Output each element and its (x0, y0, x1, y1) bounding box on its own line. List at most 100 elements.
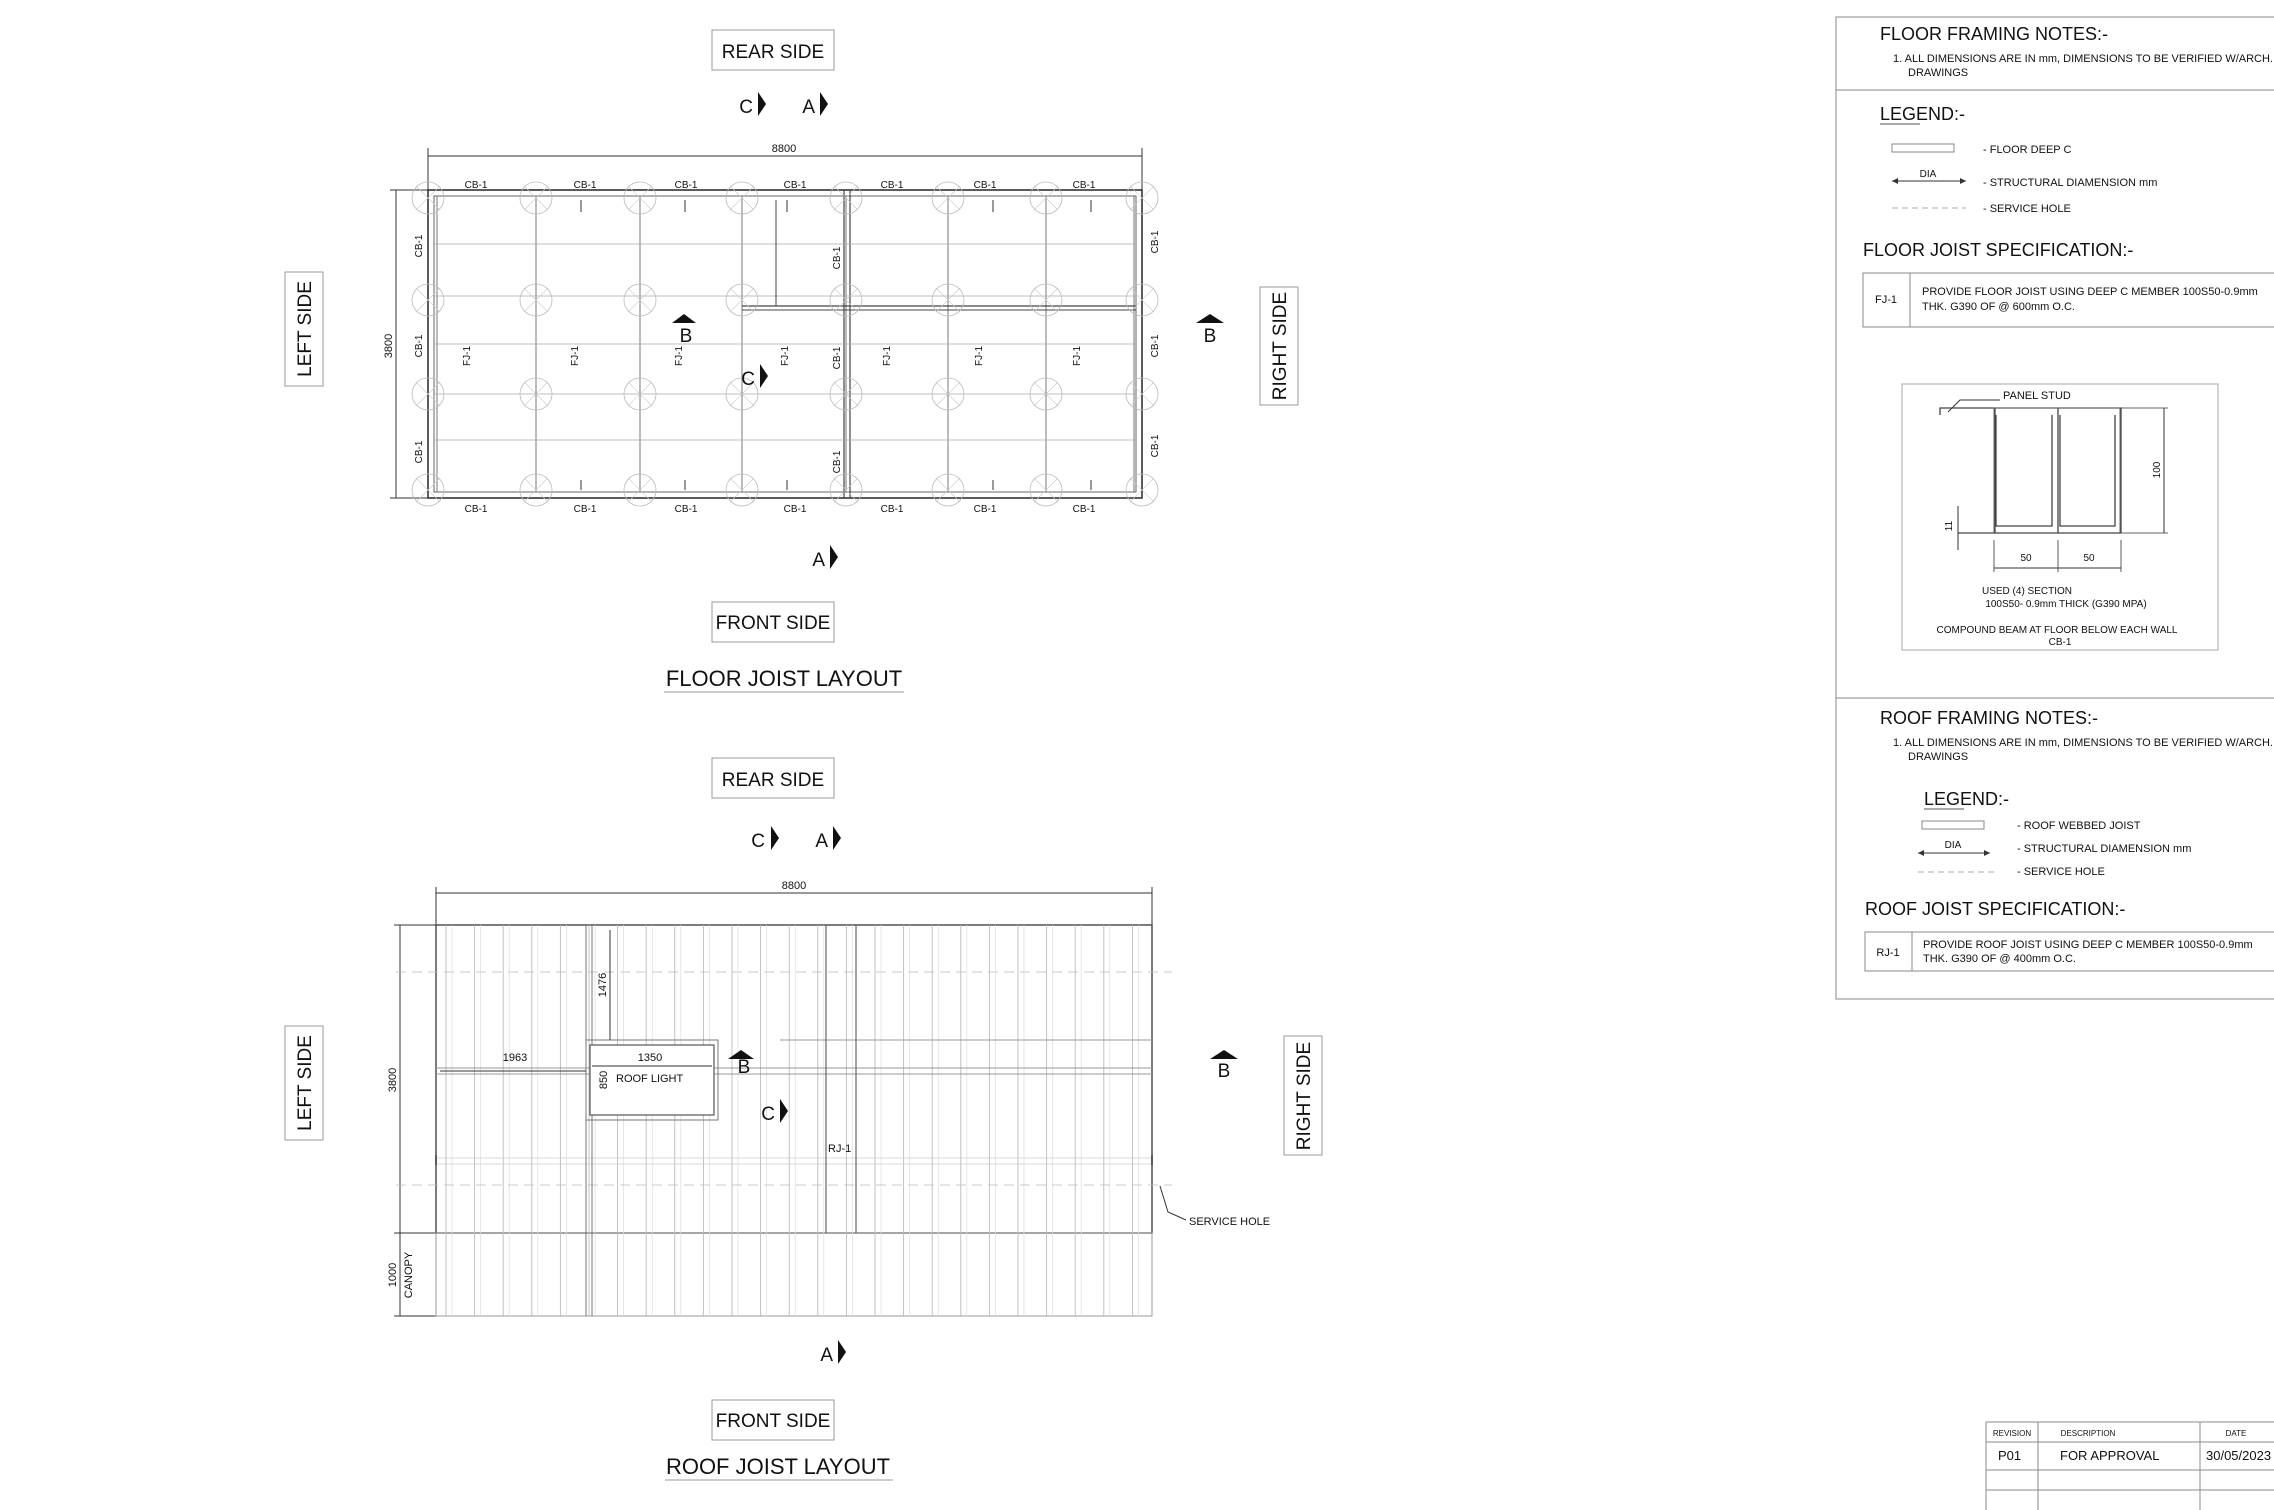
floor-service-hole-cross (833, 287, 859, 313)
roof-height-dim: 3800 (387, 1068, 399, 1092)
floor-section-c-mid: C (741, 369, 755, 390)
floor-cb-label: CB-1 (465, 504, 488, 515)
floor-section-a-bottom: A (812, 550, 825, 571)
floor-service-hole (829, 377, 863, 411)
roof-light-opening (589, 1044, 715, 1116)
floor-cb-label: CB-1 (1150, 334, 1161, 357)
roof-note-1b: DRAWINGS (1908, 751, 1968, 763)
floor-height-dim: 3800 (383, 334, 395, 358)
floor-cb-label: CB-1 (974, 180, 997, 191)
floor-service-hole (931, 283, 965, 317)
roof-section-b-left: B (738, 1057, 751, 1078)
floor-fj-label: FJ-1 (780, 346, 791, 366)
roof-dim-850: 850 (598, 1071, 610, 1089)
roof-legend-dia-label: DIA (1945, 840, 1962, 851)
roof-layout-title: ROOF JOIST LAYOUT (666, 1454, 890, 1479)
floor-section-b-right: B (1204, 326, 1217, 347)
floor-service-hole-cross (833, 185, 859, 211)
revision-table: REVISION DESCRIPTION DATE P01 FOR APPROV… (1985, 1421, 2274, 1510)
floor-service-hole (1029, 377, 1063, 411)
roof-section-c-mid: C (761, 1104, 775, 1125)
floor-service-hole-cross (627, 185, 653, 211)
floor-service-hole-cross (729, 477, 755, 503)
detail-stud-section (1939, 407, 2122, 533)
floor-service-hole (623, 377, 657, 411)
detail-border (1901, 383, 2219, 651)
floor-service-hole-cross (833, 381, 859, 407)
roof-section-arrow-b-right (1210, 1050, 1238, 1059)
rev-row-revision: P01 (1998, 1448, 2021, 1463)
floor-cb-label: CB-1 (1073, 504, 1096, 515)
floor-service-hole-cross (1129, 477, 1155, 503)
rev-row-description: FOR APPROVAL (2060, 1448, 2159, 1463)
floor-service-hole-cross (415, 381, 441, 407)
floor-service-hole (1125, 473, 1159, 507)
floor-cb-label: CB-1 (881, 180, 904, 191)
roof-section-arrow-b-left (728, 1050, 754, 1059)
roof-front-side-box (711, 1399, 835, 1441)
floor-cb-label: CB-1 (832, 246, 843, 269)
detail-dim-50a: 50 (2020, 553, 2032, 564)
floor-service-hole-cross (1129, 287, 1155, 313)
floor-service-hole-cross (627, 381, 653, 407)
roof-section-a-bottom: A (820, 1345, 833, 1366)
roof-perimeter (435, 924, 1153, 1234)
floor-service-hole-cross (1129, 381, 1155, 407)
floor-cb-label: CB-1 (675, 180, 698, 191)
floor-left-side-label: LEFT SIDE (295, 281, 316, 377)
floor-service-hole-cross (935, 381, 961, 407)
floor-cb-label: CB-1 (974, 504, 997, 515)
legend-roof-webbed-swatch (1921, 820, 1985, 830)
floor-cb-label: CB-1 (465, 180, 488, 191)
floor-section-b-left: B (680, 326, 693, 347)
roof-dim-1350: 1350 (638, 1052, 662, 1064)
floor-service-hole-cross (1033, 477, 1059, 503)
floor-service-hole (411, 377, 445, 411)
detail-cb-code: CB-1 (2049, 637, 2072, 648)
floor-cb-label: CB-1 (832, 450, 843, 473)
roof-right-side-label: RIGHT SIDE (1294, 1042, 1315, 1150)
roof-section-arrow-a-bottom (838, 1340, 846, 1364)
roof-light-label: ROOF LIGHT (616, 1073, 684, 1085)
floor-section-arrow-c-top (758, 92, 766, 116)
floor-service-hole-cross (935, 185, 961, 211)
floor-service-hole (519, 181, 553, 215)
roof-canopy-label: CANOPY (403, 1251, 415, 1298)
compound-beam-detail: PANEL STUD 100 11 50 50 USED (4) SECTION… (1901, 383, 2219, 651)
floor-service-hole (519, 473, 553, 507)
roof-width-dim: 8800 (782, 880, 806, 892)
rj-spec-b: THK. G390 OF @ 400mm O.C. (1923, 953, 2076, 965)
floor-layout-title: FLOOR JOIST LAYOUT (666, 666, 902, 691)
floor-service-hole-cross (415, 185, 441, 211)
floor-service-hole (725, 377, 759, 411)
fj-spec-box (1862, 272, 2274, 328)
detail-dim-11: 11 (1944, 520, 1955, 531)
floor-section-arrow-a-top (820, 92, 828, 116)
fj-code: FJ-1 (1875, 294, 1897, 306)
floor-fj-label: FJ-1 (1072, 346, 1083, 366)
floor-fj-label: FJ-1 (882, 346, 893, 366)
roof-section-arrow-a-top (833, 826, 841, 850)
floor-right-side-label: RIGHT SIDE (1270, 292, 1291, 400)
floor-service-hole (829, 473, 863, 507)
floor-service-hole (1125, 377, 1159, 411)
roof-section-b-right: B (1218, 1061, 1231, 1082)
legend-struct-dim: - STRUCTURAL DIAMENSION mm (1983, 177, 2157, 189)
roof-front-side-label: FRONT SIDE (716, 1411, 831, 1432)
floor-service-hole (1029, 283, 1063, 317)
floor-cb-label: CB-1 (1150, 434, 1161, 457)
floor-service-hole (725, 283, 759, 317)
floor-right-side-box (1259, 286, 1299, 406)
roof-notes-title: ROOF FRAMING NOTES:- (1880, 708, 2098, 728)
floor-service-hole-cross (523, 185, 549, 211)
roof-joist-layout: REAR SIDE C A 8800 3800 1000 CANOPY ROOF… (284, 757, 1323, 1481)
floor-perimeter (427, 189, 1143, 499)
floor-service-hole (623, 473, 657, 507)
floor-legend-title: LEGEND:- (1880, 104, 1965, 124)
floor-front-side-box (711, 601, 835, 643)
floor-service-hole (829, 283, 863, 317)
roof-right-side-box (1283, 1035, 1323, 1156)
floor-service-hole-cross (729, 381, 755, 407)
rj-spec-a: PROVIDE ROOF JOIST USING DEEP C MEMBER 1… (1923, 939, 2253, 951)
floor-note-1b: DRAWINGS (1908, 67, 1968, 79)
